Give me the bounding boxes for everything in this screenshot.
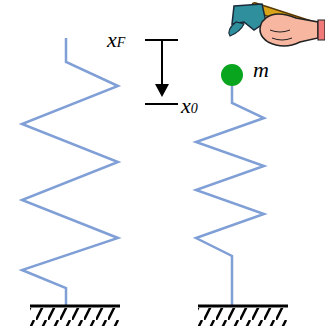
ground-hatch [198,308,288,326]
compressed-spring [196,80,264,305]
ground [198,305,288,308]
marker-x0 [145,103,178,105]
ground [30,305,120,308]
position-label: x0 [181,95,198,117]
free-spring [22,38,118,305]
arrow [161,40,163,88]
mass-label: m [253,59,269,81]
ground-hatch [30,308,120,326]
mass-ball [221,64,243,86]
hammer-icon [229,2,325,46]
position-label: xF [107,29,125,51]
arrowhead [155,84,169,97]
